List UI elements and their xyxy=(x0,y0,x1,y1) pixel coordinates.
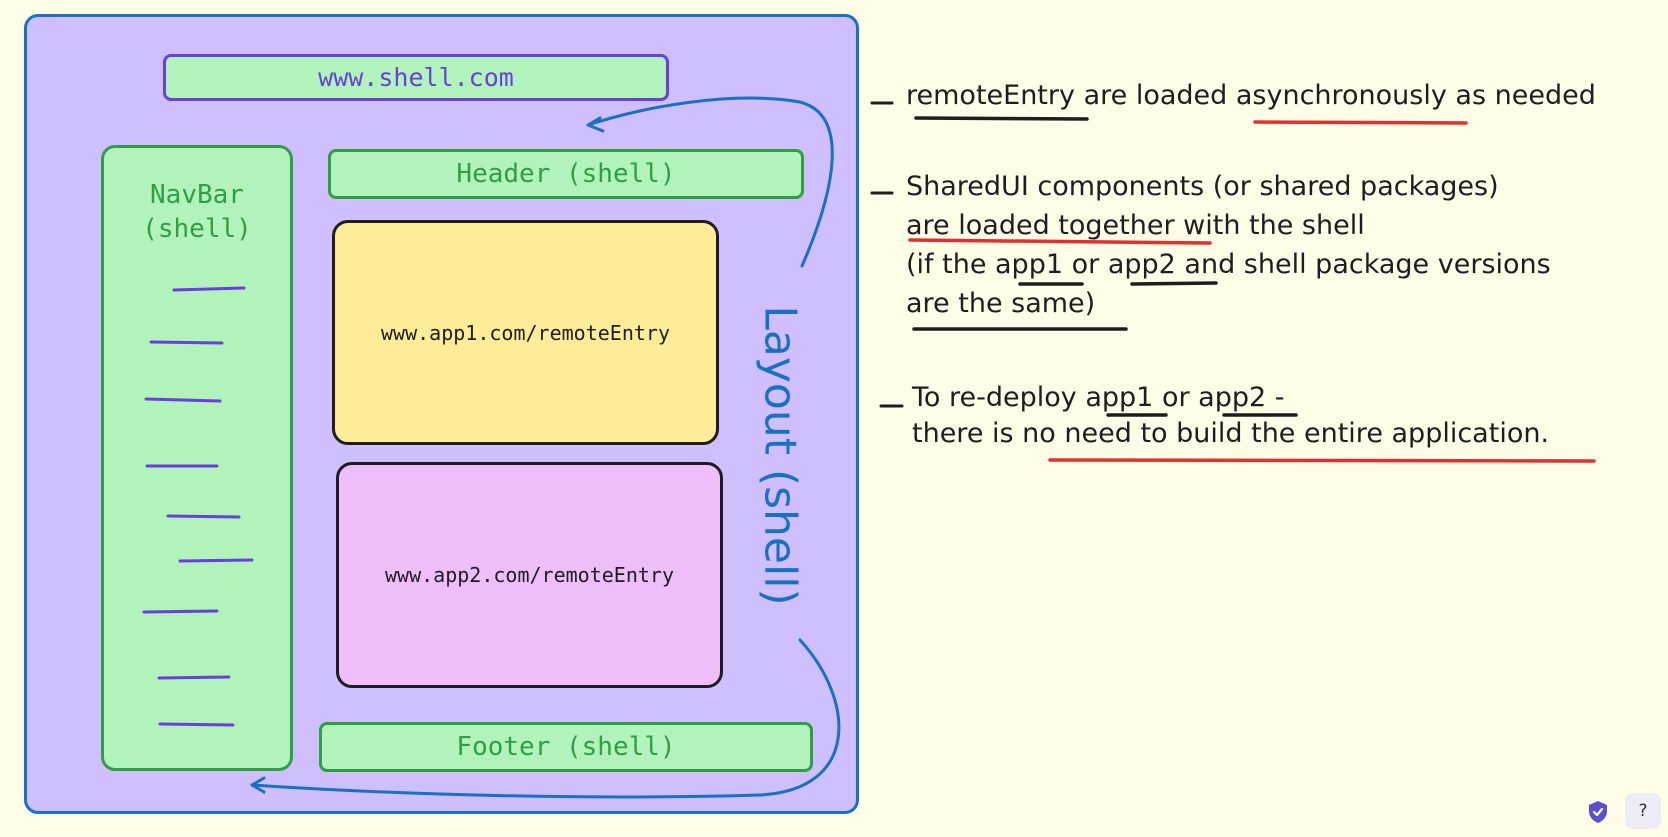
note2-if-the: (if the xyxy=(906,249,996,280)
shell-url-box: www.shell.com xyxy=(163,54,669,101)
footer-label: Footer (shell) xyxy=(456,732,676,762)
note3-to-redeploy: To re-deploy xyxy=(912,382,1086,413)
note1-remoteentry: remoteEntry xyxy=(906,80,1075,111)
note-shared-ui: SharedUI components (or shared packages)… xyxy=(906,167,1551,323)
note2-or: or xyxy=(1063,249,1108,280)
note3-line2: there is no need to build the entire app… xyxy=(912,416,1549,452)
shell-url-label: www.shell.com xyxy=(318,63,514,92)
underline-no-need xyxy=(1048,458,1596,463)
app1-label: www.app1.com/remoteEntry xyxy=(381,320,670,345)
help-button[interactable]: ? xyxy=(1625,793,1661,829)
note-remote-entry: remoteEntry are loaded asynchronously as… xyxy=(906,76,1596,115)
app1-box: www.app1.com/remoteEntry xyxy=(332,220,719,445)
note2-line1: SharedUI components (or shared packages) xyxy=(906,171,1499,202)
note3-dash: - xyxy=(1266,382,1285,413)
note3-line1: To re-deploy app1 or app2 - xyxy=(912,380,1549,416)
note2-versions: and shell package versions xyxy=(1175,249,1551,280)
app2-box: www.app2.com/remoteEntry xyxy=(336,462,723,688)
note3-app1: app1 xyxy=(1085,382,1154,413)
note2-app1: app1 xyxy=(995,249,1064,280)
footer-box: Footer (shell) xyxy=(319,722,813,772)
note2-app2: app2 xyxy=(1107,249,1176,280)
layout-label: Layout (shell) xyxy=(754,304,806,606)
navbar-label: NavBar (shell) xyxy=(142,180,252,244)
note2-line2: are loaded together with the shell xyxy=(906,206,1551,245)
note2-with-shell: with the shell xyxy=(1174,210,1365,241)
note2-line4: are the same) xyxy=(906,288,1096,319)
note-redeploy: To re-deploy app1 or app2 - there is no … xyxy=(912,380,1549,452)
help-icon: ? xyxy=(1638,801,1648,821)
note1-async: asynchronously xyxy=(1235,80,1447,111)
note3-app2: app2 xyxy=(1198,382,1267,413)
note3-no-need: no need to build the entire application. xyxy=(1022,418,1550,449)
note3-there-is: there is xyxy=(912,418,1023,449)
shield-check-icon[interactable] xyxy=(1587,800,1609,824)
note2-line3: (if the app1 or app2 and shell package v… xyxy=(906,245,1551,284)
underline-remoteentry xyxy=(914,116,1089,121)
note1-text: are loaded xyxy=(1074,80,1236,111)
header-box: Header (shell) xyxy=(328,149,804,199)
note1-end: as needed xyxy=(1446,80,1596,111)
underline-async xyxy=(1253,120,1468,125)
layout-label-wrap: Layout (shell) xyxy=(740,270,820,640)
note2-loaded-together: are loaded together xyxy=(906,210,1175,241)
note3-or: or xyxy=(1153,382,1199,413)
navbar-box: NavBar (shell) xyxy=(101,145,293,771)
app2-label: www.app2.com/remoteEntry xyxy=(385,563,674,587)
header-label: Header (shell) xyxy=(456,159,676,189)
bullet-dashes xyxy=(870,101,904,408)
